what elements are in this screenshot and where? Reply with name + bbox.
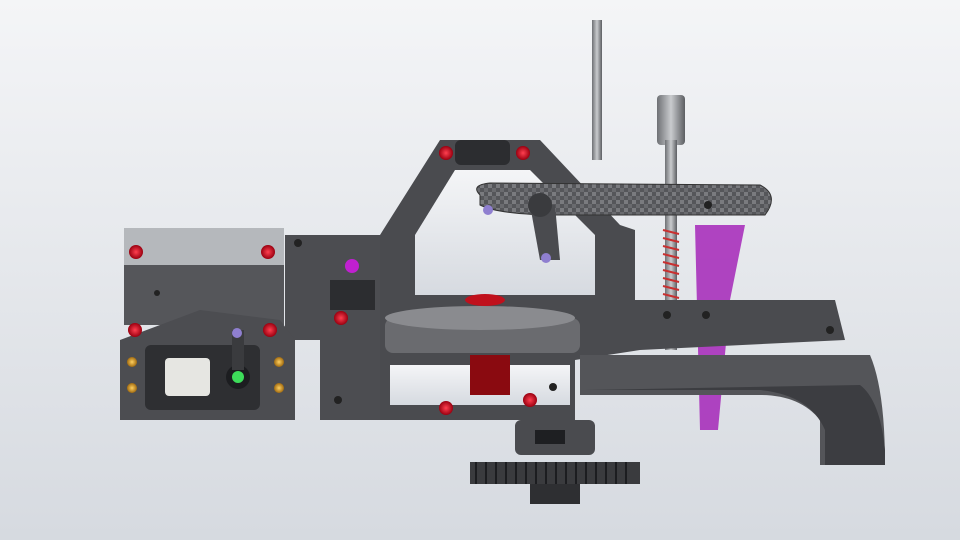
servo-led-icon xyxy=(232,371,244,383)
spring xyxy=(662,229,680,299)
damper-cap xyxy=(657,95,685,145)
carbon-lever-arm xyxy=(476,182,772,216)
tail-bracket xyxy=(580,355,885,465)
red-lock-nuts xyxy=(128,146,537,415)
red-shaft-collar xyxy=(470,355,510,395)
left-plate-slot xyxy=(330,280,375,310)
bevel-gear-teeth xyxy=(385,306,575,330)
pivot-bolt xyxy=(528,193,552,217)
servo-arm xyxy=(232,330,244,370)
purple-bolt xyxy=(541,253,551,263)
link-arm xyxy=(530,205,560,260)
tail-bracket-shadow xyxy=(585,385,885,465)
gear-hub-lower xyxy=(530,484,580,504)
damper-mount xyxy=(655,305,715,325)
servo-tray-top xyxy=(124,228,284,268)
servo-label xyxy=(165,358,210,396)
spur-gear-teeth xyxy=(475,462,627,484)
purple-bolt xyxy=(232,328,242,338)
gear-hub xyxy=(465,294,505,306)
frame-slot xyxy=(455,140,510,165)
bearing-slot xyxy=(535,430,565,444)
dark-bolts xyxy=(154,201,834,404)
purple-bolt xyxy=(483,205,493,215)
gold-screws xyxy=(127,357,284,393)
purple-bolt xyxy=(345,259,359,273)
main-shaft xyxy=(592,20,602,160)
